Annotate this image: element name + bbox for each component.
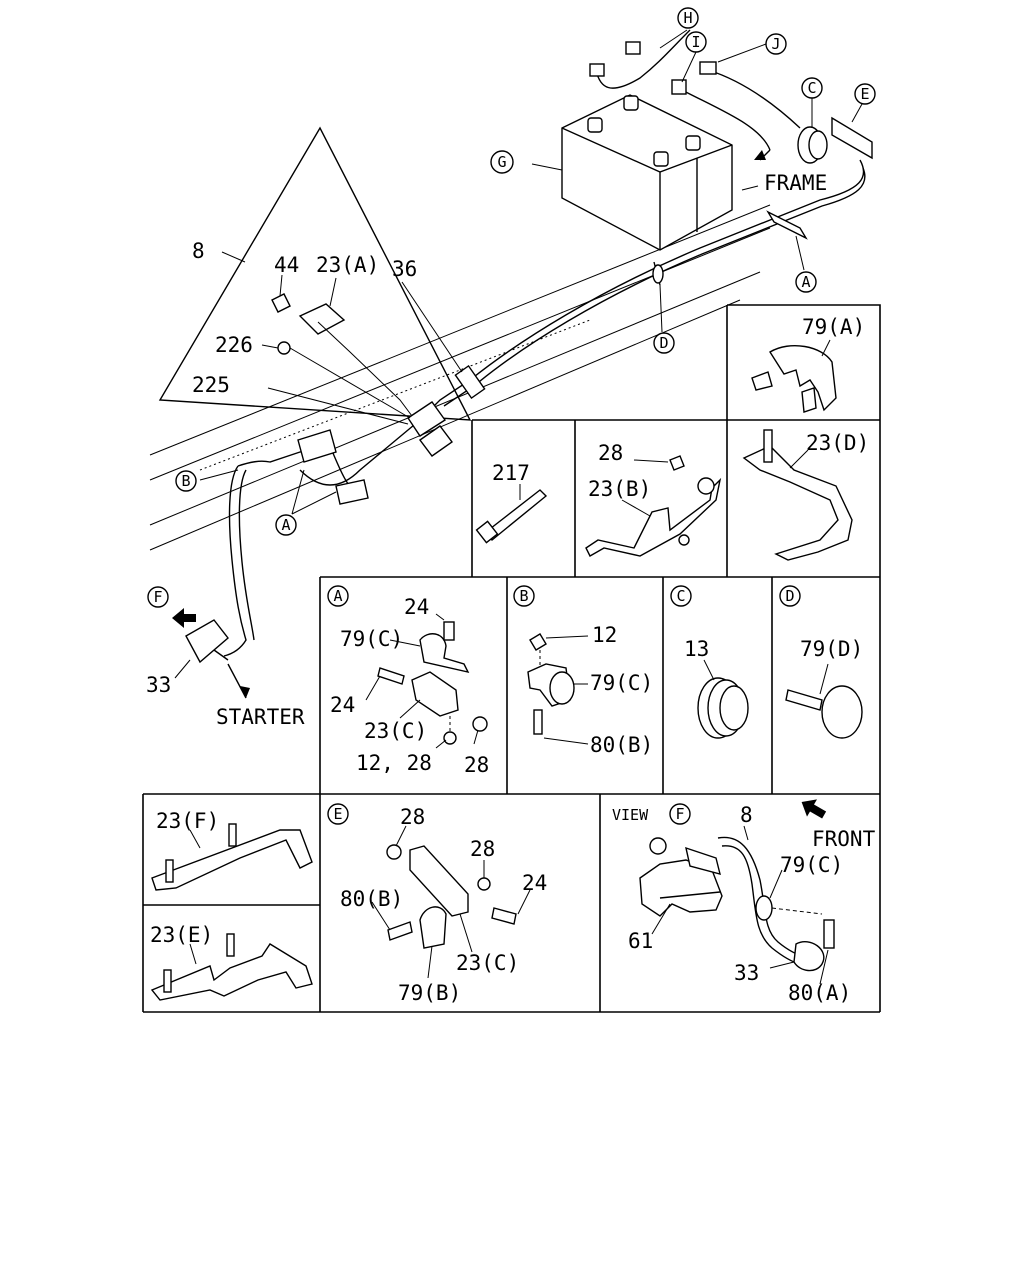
detail-a: A 24 79(C) 24 23(C) 12, 28 28 bbox=[327, 585, 489, 777]
circle-i-label: I bbox=[691, 33, 700, 51]
detail-d: D 79(D) bbox=[779, 585, 863, 739]
relay-225 bbox=[407, 401, 447, 437]
callout-225: 225 bbox=[192, 373, 230, 397]
terminal-i bbox=[671, 79, 687, 95]
view-f-arrow bbox=[172, 608, 196, 628]
detail-d-tag: D bbox=[785, 587, 794, 605]
label-28: 28 bbox=[464, 753, 489, 777]
frame-arrow bbox=[754, 150, 766, 160]
circle-d-label: D bbox=[659, 334, 668, 352]
circled-letters: B A A D C E F G H I J bbox=[147, 7, 876, 608]
detail-e-tag: E bbox=[333, 805, 342, 823]
label-24-top: 24 bbox=[404, 595, 429, 619]
detail-c: C 13 bbox=[670, 585, 749, 739]
label-12-28: 12, 28 bbox=[356, 751, 432, 775]
label-24-left: 24 bbox=[330, 693, 355, 717]
panel-23b: 28 23(B) bbox=[585, 441, 722, 557]
callout-226: 226 bbox=[215, 333, 253, 357]
label-23c: 23(C) bbox=[364, 719, 427, 743]
label-23b: 23(B) bbox=[588, 477, 651, 501]
circle-f-label: F bbox=[153, 588, 162, 606]
panel-217: 217 bbox=[475, 461, 548, 544]
clamp-a-lower-2 bbox=[335, 479, 369, 505]
circle-b-label: B bbox=[181, 472, 190, 490]
label-79d: 79(D) bbox=[800, 637, 863, 661]
label-23e: 23(E) bbox=[150, 923, 213, 947]
circle-a-lower-label: A bbox=[281, 516, 290, 534]
label-front: FRONT bbox=[812, 827, 876, 851]
label-28-top: 28 bbox=[400, 805, 425, 829]
label-33: 33 bbox=[734, 961, 759, 985]
terminal-j bbox=[699, 61, 717, 75]
detail-e: E 28 28 24 80(B) 23(C) 79(B) bbox=[327, 803, 547, 1005]
callout-33: 33 bbox=[146, 673, 171, 697]
label-starter: STARTER bbox=[216, 705, 305, 729]
nut-44 bbox=[271, 293, 291, 313]
panel-79a: 79(A) bbox=[751, 315, 865, 413]
battery-box bbox=[561, 94, 733, 251]
battery-cable-h bbox=[595, 29, 691, 89]
callout-44: 44 bbox=[274, 253, 299, 277]
label-23d: 23(D) bbox=[806, 431, 869, 455]
label-24: 24 bbox=[522, 871, 547, 895]
main-cable bbox=[299, 159, 865, 486]
bracket-e bbox=[831, 116, 873, 160]
panel-23f: 23(F) bbox=[151, 809, 313, 891]
label-80a: 80(A) bbox=[788, 981, 851, 1005]
label-8: 8 bbox=[740, 803, 753, 827]
label-79c: 79(C) bbox=[590, 671, 653, 695]
label-79a: 79(A) bbox=[802, 315, 865, 339]
front-arrow bbox=[801, 799, 827, 819]
panel-23e: 23(E) bbox=[150, 923, 313, 1001]
bracket-23a bbox=[298, 303, 346, 335]
detail-b-tag: B bbox=[519, 587, 528, 605]
starter-arrow bbox=[227, 663, 247, 699]
main-cable-2 bbox=[443, 167, 866, 407]
terminal-h-1 bbox=[589, 63, 605, 77]
circle-a-upper-label: A bbox=[801, 273, 810, 291]
panel-23d: 23(D) bbox=[742, 429, 869, 561]
circle-h-label: H bbox=[683, 9, 692, 27]
detail-c-tag: C bbox=[676, 587, 685, 605]
callout-36: 36 bbox=[392, 257, 417, 281]
label-79c: 79(C) bbox=[340, 627, 403, 651]
label-217: 217 bbox=[492, 461, 530, 485]
label-28-right: 28 bbox=[470, 837, 495, 861]
circle-j-label: J bbox=[771, 35, 780, 53]
view-label: VIEW bbox=[612, 806, 649, 824]
label-frame: FRAME bbox=[764, 171, 827, 195]
label-61: 61 bbox=[628, 929, 653, 953]
circle-g-label: G bbox=[497, 153, 506, 171]
label-79b: 79(B) bbox=[398, 981, 461, 1005]
label-80b: 80(B) bbox=[340, 887, 403, 911]
circle-c-label: C bbox=[807, 79, 816, 97]
label-80b: 80(B) bbox=[590, 733, 653, 757]
cable-to-starter bbox=[223, 465, 247, 657]
clamp-a-upper bbox=[766, 210, 808, 240]
label-28: 28 bbox=[598, 441, 623, 465]
detail-b: B 12 79(C) 80(B) bbox=[513, 585, 653, 757]
label-13: 13 bbox=[684, 637, 709, 661]
label-12: 12 bbox=[592, 623, 617, 647]
panel-borders bbox=[142, 304, 881, 1013]
battery-cable-i bbox=[677, 87, 771, 151]
circle-e-label: E bbox=[860, 85, 869, 103]
label-79c: 79(C) bbox=[780, 853, 843, 877]
battery-cable-j bbox=[707, 69, 801, 129]
callout-8: 8 bbox=[192, 239, 205, 263]
view-f-tag: F bbox=[675, 805, 684, 823]
terminal-h-2 bbox=[625, 41, 641, 55]
callout-23a: 23(A) bbox=[316, 253, 379, 277]
terminal-33 bbox=[185, 619, 229, 664]
label-23f: 23(F) bbox=[156, 809, 219, 833]
view-f: VIEW F FRONT 8 79(C) 61 33 80(A) bbox=[612, 799, 876, 1005]
connector-36 bbox=[454, 364, 486, 400]
nut-226 bbox=[277, 341, 291, 355]
detail-a-tag: A bbox=[333, 587, 342, 605]
clamp-a-lower-1 bbox=[297, 429, 337, 463]
callout-triangle bbox=[158, 126, 472, 421]
label-23c: 23(C) bbox=[456, 951, 519, 975]
main-assembly bbox=[149, 29, 873, 699]
